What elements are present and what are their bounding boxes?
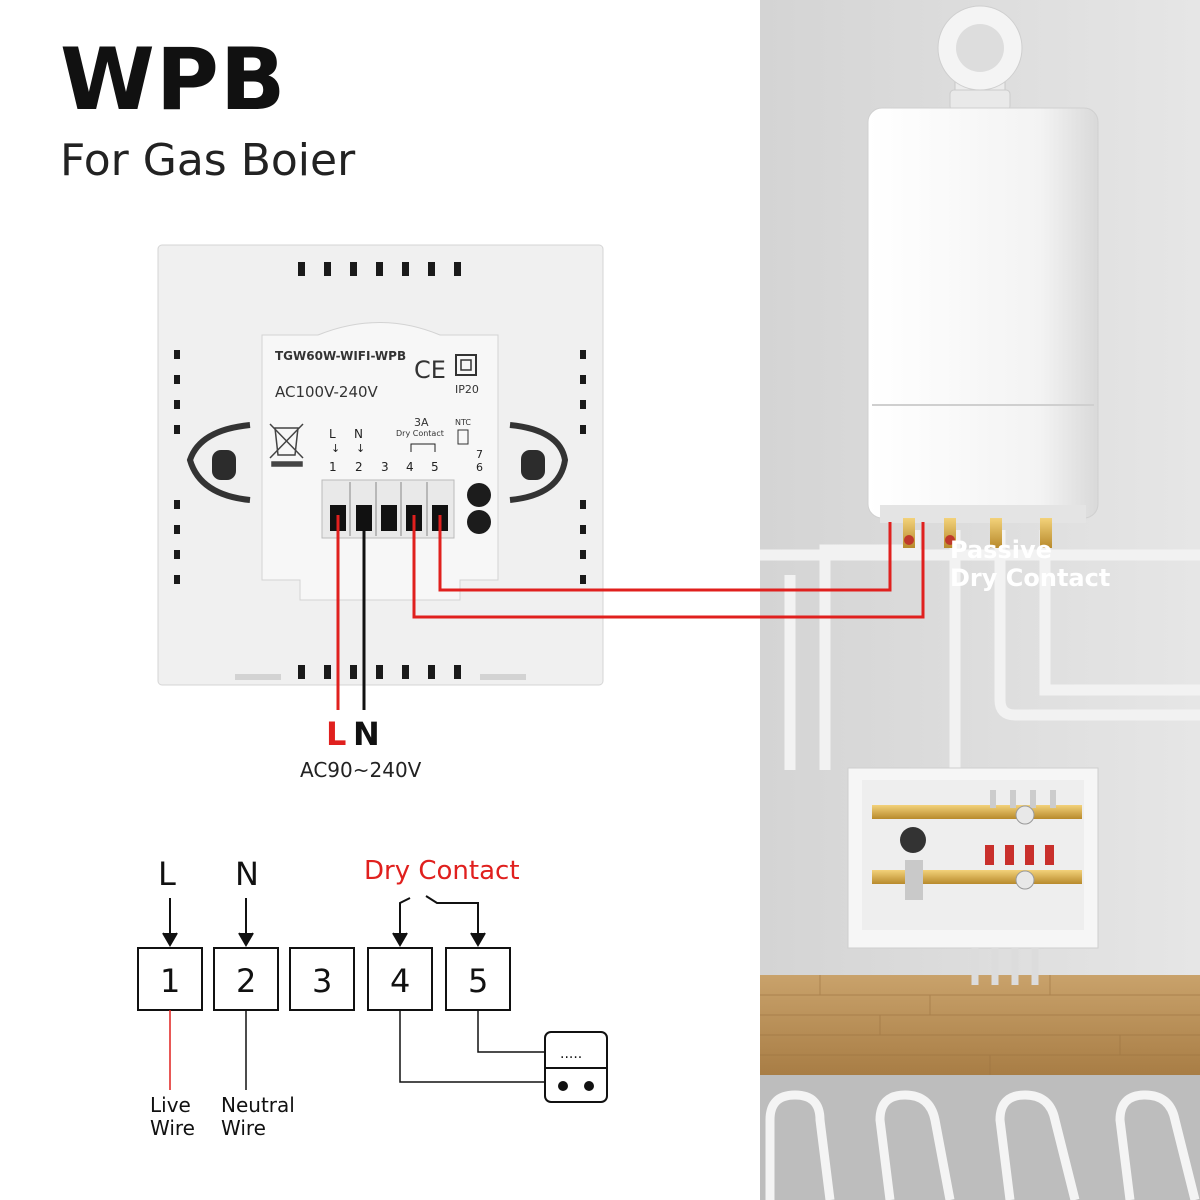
boiler-valves bbox=[903, 518, 1052, 548]
svg-text:↓: ↓ bbox=[331, 442, 340, 455]
terminal-label-n: N bbox=[354, 427, 363, 441]
page-subtitle: For Gas Boier bbox=[60, 135, 356, 186]
double-insulation-icon bbox=[455, 354, 477, 376]
schematic-dry-contact-title: Dry Contact bbox=[364, 856, 520, 886]
ntc-terminal-6: 6 bbox=[476, 461, 483, 474]
neutral-wire-label-1: Neutral bbox=[221, 1093, 295, 1117]
schematic: L N Dry Contact 1 2 3 4 5 bbox=[137, 855, 608, 1140]
schematic-terminal-2 bbox=[213, 947, 279, 1011]
power-neutral-label: N bbox=[353, 715, 380, 753]
dry-contact-label: Dry Contact bbox=[950, 564, 1110, 592]
relay-rating: 3A bbox=[414, 416, 429, 429]
schematic-l-label: L bbox=[158, 855, 176, 893]
schematic-terminal-4 bbox=[367, 947, 433, 1011]
underfloor-pipes bbox=[765, 1090, 1200, 1200]
schematic-n-label: N bbox=[235, 855, 259, 893]
terminal-num-3: 3 bbox=[381, 460, 389, 474]
relay-type: Dry Contact bbox=[396, 429, 444, 438]
boiler-icon-display: ..... bbox=[560, 1046, 582, 1062]
schematic-terminal-3 bbox=[289, 947, 355, 1011]
schematic-num-5: 5 bbox=[468, 962, 488, 1000]
gas-boiler bbox=[867, 107, 1099, 523]
dry-contact-wire-5 bbox=[438, 515, 892, 592]
terminal-num-2: 2 bbox=[355, 460, 363, 474]
terminal-num-4: 4 bbox=[406, 460, 414, 474]
terminal-label-l: L bbox=[329, 427, 336, 441]
neutral-wire-label-2: Wire bbox=[221, 1116, 266, 1140]
voltage-rating: AC100V-240V bbox=[275, 383, 379, 401]
ntc-terminal-7: 7 bbox=[476, 448, 483, 461]
power-live-label: L bbox=[326, 715, 346, 753]
schematic-num-3: 3 bbox=[312, 962, 332, 1000]
schematic-num-1: 1 bbox=[160, 962, 180, 1000]
dry-contact-wire-4 bbox=[412, 515, 925, 619]
ip-rating: IP20 bbox=[455, 383, 479, 396]
thermostat-back: TGW60W-WIFI-WPB CE IP20 AC100V-240V 3A D… bbox=[157, 244, 604, 686]
passive-label: Passive bbox=[950, 536, 1052, 564]
ntc-label: NTC bbox=[455, 418, 471, 427]
power-voltage: AC90~240V bbox=[300, 758, 422, 782]
terminal-num-5: 5 bbox=[431, 460, 439, 474]
live-wire-label-1: Live bbox=[150, 1093, 191, 1117]
flue-pipe bbox=[937, 5, 1023, 121]
manifold-cabinet bbox=[847, 767, 1099, 985]
wood-floor bbox=[760, 975, 1200, 1075]
schematic-num-2: 2 bbox=[236, 962, 256, 1000]
boiler-scene: Passive Dry Contact bbox=[760, 0, 1200, 1200]
terminal-num-1: 1 bbox=[329, 460, 337, 474]
svg-text:↓: ↓ bbox=[356, 442, 365, 455]
boiler-icon: ..... bbox=[544, 1031, 608, 1103]
live-wire-label-2: Wire bbox=[150, 1116, 195, 1140]
schematic-terminal-1 bbox=[137, 947, 203, 1011]
model-label: TGW60W-WIFI-WPB bbox=[275, 349, 406, 363]
schematic-terminal-5 bbox=[445, 947, 511, 1011]
page-title: WPB bbox=[60, 30, 287, 130]
ce-mark: CE bbox=[414, 356, 446, 384]
weee-bin-icon bbox=[269, 423, 304, 467]
ntc-icon bbox=[457, 429, 469, 445]
schematic-num-4: 4 bbox=[390, 962, 410, 1000]
wires bbox=[336, 515, 925, 710]
